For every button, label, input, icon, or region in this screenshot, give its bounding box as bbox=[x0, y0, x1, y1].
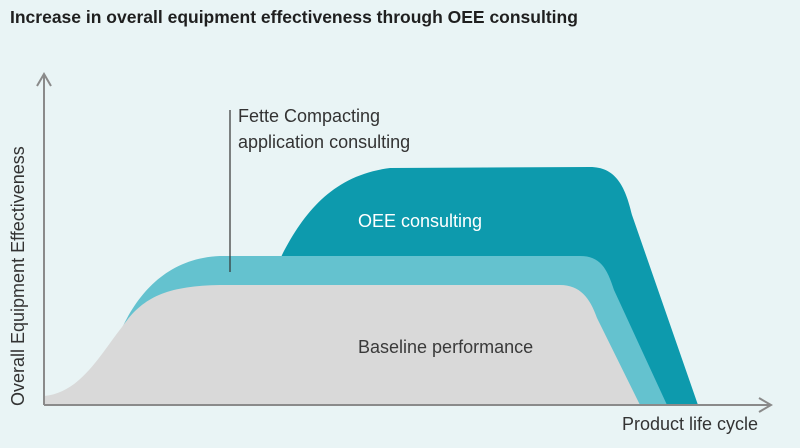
y-axis-label: Overall Equipment Effectiveness bbox=[8, 146, 28, 406]
chart-title: Increase in overall equipment effectiven… bbox=[10, 7, 578, 27]
y-axis-arrowhead bbox=[36, 72, 52, 87]
x-axis-label: Product life cycle bbox=[621, 414, 758, 434]
x-axis-arrowhead bbox=[758, 397, 773, 413]
series-baseline-area bbox=[44, 285, 640, 405]
series-label-oee-consulting: OEE consulting bbox=[358, 211, 483, 231]
series-label-baseline-performance: Baseline performance bbox=[358, 337, 534, 357]
annotation-line-1: Fette Compacting bbox=[238, 106, 381, 126]
annotation-line-2: application consulting bbox=[238, 132, 411, 152]
annotation-label: Fette Compacting application consulting bbox=[238, 103, 410, 155]
